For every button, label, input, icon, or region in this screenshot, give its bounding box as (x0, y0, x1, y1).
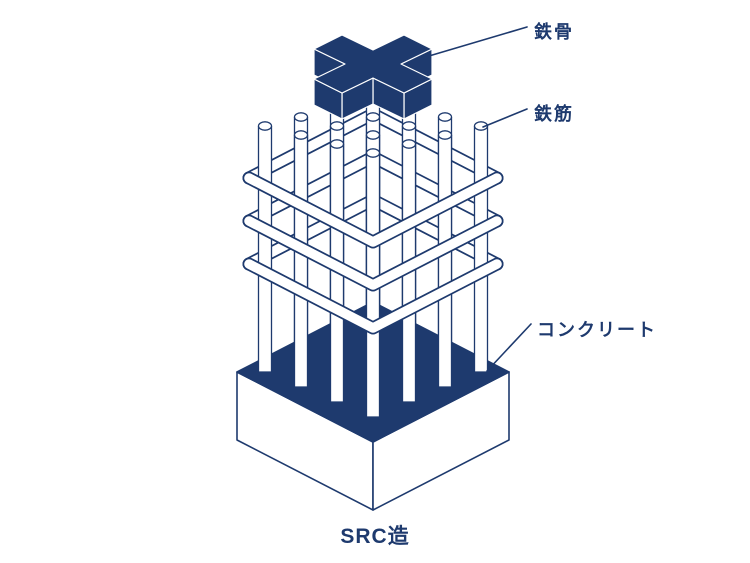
label-rebar: 鉄筋 (534, 104, 574, 124)
label-steel-frame: 鉄骨 (534, 22, 574, 42)
rebar-cap (365, 112, 381, 122)
rebar-cap (401, 139, 417, 149)
rebar-cap (329, 139, 345, 149)
steel-h-beam (313, 34, 433, 120)
rebar-cap (365, 130, 381, 140)
rebar-body (473, 126, 489, 373)
rebar-cap (401, 121, 417, 131)
rebar-cap (365, 148, 381, 158)
leader-line-rebar (482, 108, 528, 128)
leader-line-steel-frame (428, 26, 528, 57)
steel-top-face (313, 34, 433, 94)
leader-line-concrete (486, 323, 532, 372)
rebar-cap (293, 112, 309, 122)
diagram-caption: SRC造 (340, 525, 410, 548)
rebar-body (437, 135, 453, 388)
label-concrete: コンクリート (537, 320, 657, 340)
rebar-body (293, 135, 309, 388)
rebar-cap (437, 130, 453, 140)
rebar-cap (257, 121, 273, 131)
rebar-cap (329, 121, 345, 131)
hoop-bands-front (242, 171, 504, 335)
rebar-cap (437, 112, 453, 122)
rebar-cap (293, 130, 309, 140)
rebar-body (257, 126, 273, 373)
